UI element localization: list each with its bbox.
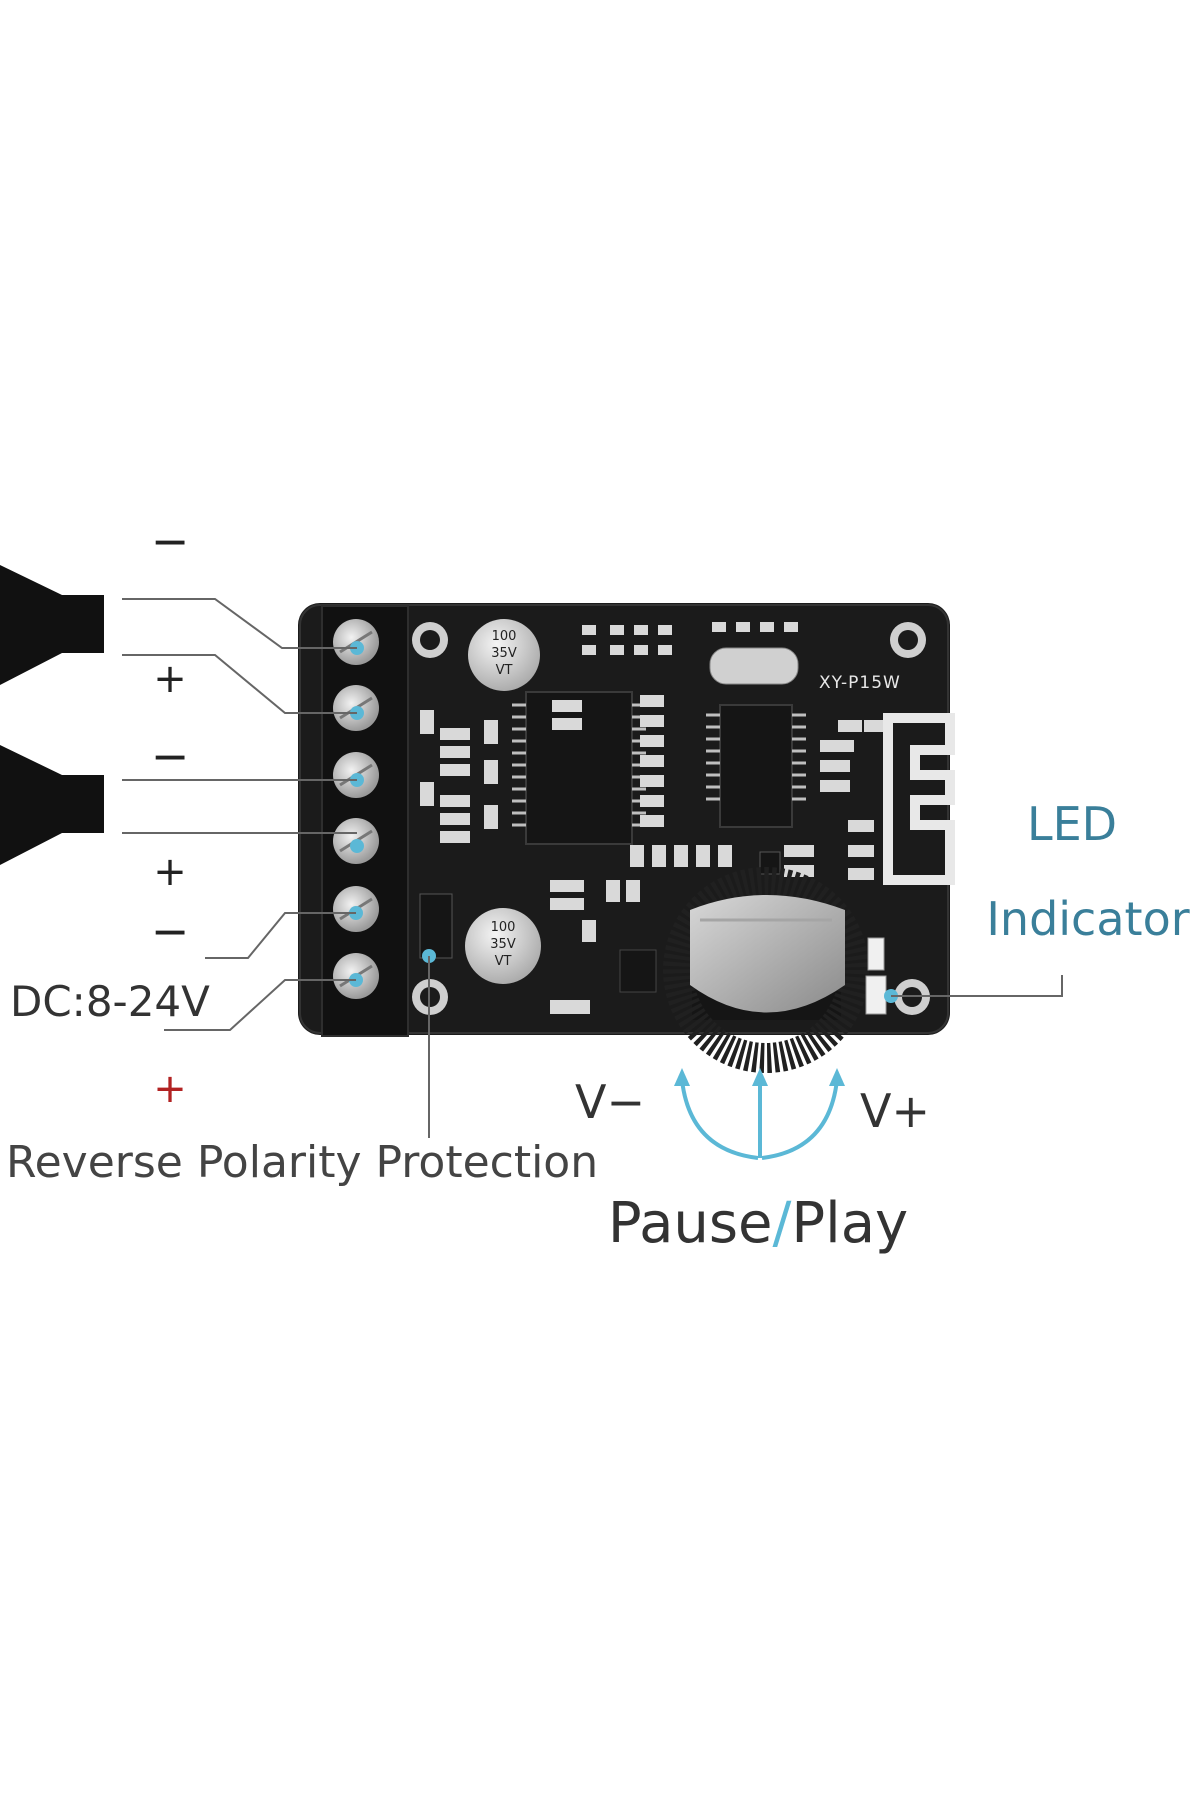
amplifier-chip [525,691,633,845]
play-text: Play [791,1191,908,1256]
bluetooth-antenna [883,713,955,885]
led [865,975,887,1015]
speaker-1-icon [0,565,104,685]
capacitor: 100 35V VT [468,619,540,691]
speaker-1-plus-label: + [153,656,187,702]
knob-arrows [680,1079,839,1160]
led-label: LED [1027,797,1117,851]
arrow-heads [674,1068,845,1086]
svg-text:35V: 35V [490,937,516,952]
speaker-2-plus-label: + [153,849,187,895]
pause-text: Pause [608,1191,773,1256]
leader-lines [122,598,1063,1138]
pcb-board: 100 35V VT 100 35V VT [298,603,955,1073]
speaker-1-minus-label: − [151,514,190,568]
power-plus-label: + [153,1066,187,1112]
slash-text: / [773,1191,792,1256]
capacitor: 100 35V VT [465,908,541,984]
volume-down-label: V− [575,1075,645,1129]
protection-diode [419,893,453,959]
speaker-2-icon [0,745,104,865]
svg-text:VT: VT [495,954,512,969]
board-model: XY-P15W [819,673,901,693]
terminal-block [321,605,409,1037]
pause-play-label: Pause/Play [608,1191,908,1256]
smd-components [420,622,888,1014]
accent-markers [349,641,898,1003]
dc-voltage-label: DC:8-24V [10,977,210,1026]
svg-text:100: 100 [491,920,516,935]
indicator-label: Indicator [986,892,1189,946]
svg-text:35V: 35V [491,646,517,661]
bluetooth-chip [719,704,793,828]
svg-text:VT: VT [496,663,513,678]
volume-up-label: V+ [860,1084,930,1138]
speaker-2-minus-label: − [151,729,190,783]
power-minus-label: − [151,904,190,958]
reverse-polarity-label: Reverse Polarity Protection [6,1137,598,1188]
crystal-oscillator [709,647,799,685]
svg-text:100: 100 [492,629,517,644]
regulator [619,949,657,993]
volume-knob [663,867,869,1073]
